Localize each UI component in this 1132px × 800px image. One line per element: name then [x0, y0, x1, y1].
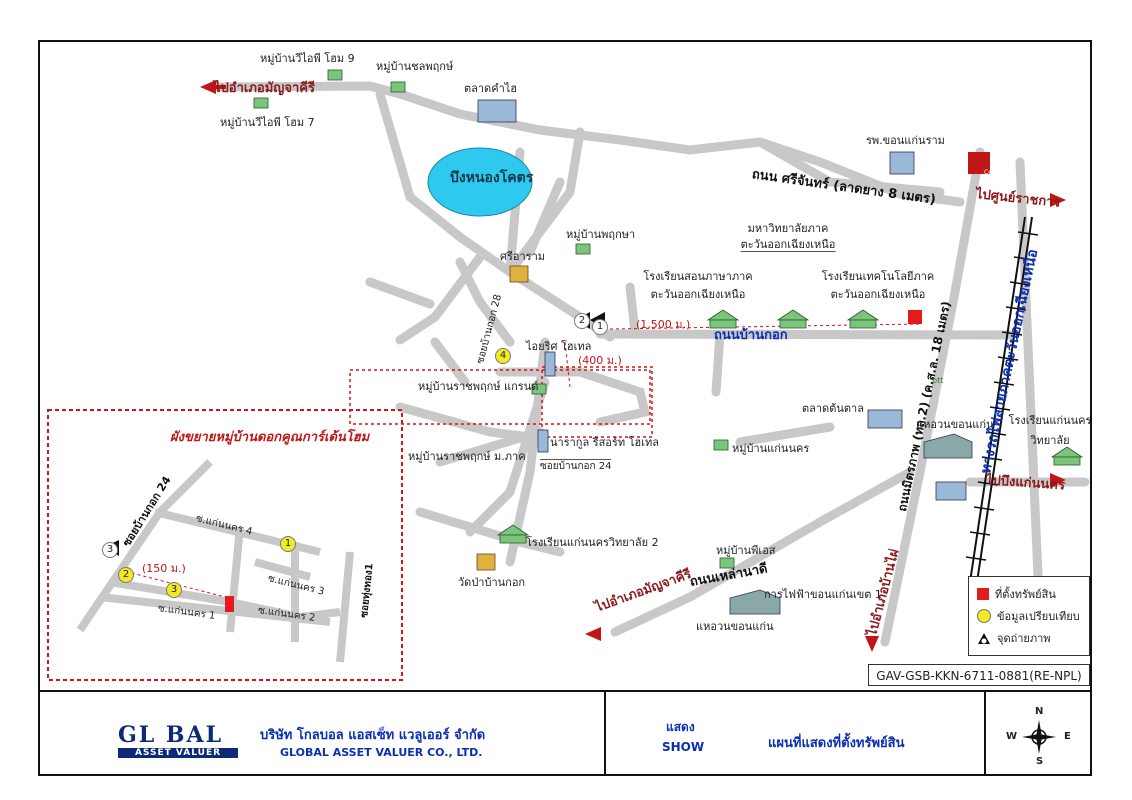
legend-photo-point: จุดถ่ายภาพ: [977, 629, 1051, 647]
label-warehouse-khonkaen-2: แหอวนขอนแก่น: [696, 620, 774, 633]
comparison-marker-2: 2: [118, 567, 134, 583]
landmark-icons: [477, 99, 973, 615]
label-village-phrueksa: หมู่บ้านพฤกษา: [566, 228, 636, 241]
legend-property: ที่ตั้งทรัพย์สิน: [977, 585, 1056, 603]
label-school-lang-2: ตะวันออกเฉียงเหนือ: [650, 288, 746, 301]
road-mittraphap: [880, 147, 985, 647]
railway-line: [965, 216, 1039, 583]
show-label-thai: แสดง: [666, 720, 695, 734]
comparison-marker-1: 1: [280, 536, 296, 552]
detail-zone: [349, 369, 651, 425]
compass-east: E: [1064, 731, 1071, 742]
map-frame: [38, 40, 1092, 776]
label-narakul-resort: นารากูล รีสอร์ท โฮเทล: [550, 436, 659, 449]
location-map[interactable]: ไปอำเภอมัญจาคีรี หมู่บ้านวีไอพี โฮม 9 หม…: [40, 42, 1090, 688]
comparison-circle-icon: [977, 609, 991, 623]
road-north: [210, 81, 965, 207]
title-cell: [606, 692, 986, 776]
road-laonadi: [610, 467, 915, 637]
inset-title: ผังขยายหมู่บ้านดอกคูณการ์เด้นโฮม: [170, 430, 370, 445]
label-warehouse-khonkaen: แหอวนขอนแก่น: [916, 418, 994, 431]
label-village-ratchaphruek-mphak: หมู่บ้านราชพฤกษ์ ม.ภาค: [408, 450, 526, 463]
label-soi24: ซอยบ้านกอก 24: [540, 459, 612, 472]
company-name-english: GLOBAL ASSET VALUER CO., LTD.: [280, 746, 483, 759]
label-school-khonkaen-2: วิทยาลัย: [1030, 434, 1070, 447]
label-sri-aram: ศรีอาราม: [500, 250, 546, 263]
lake-nong-khot: [427, 147, 533, 217]
inset-label-distance-150: (150 ม.): [142, 562, 186, 575]
label-village-vip9: หมู่บ้านวีไอพี โฮม 9: [260, 52, 355, 65]
label-ptt: ptt: [932, 376, 944, 385]
label-school-tech-2: ตะวันออกเฉียงเหนือ: [830, 288, 926, 301]
direction-arrows: [200, 80, 1066, 652]
inset-photo-marker-3: 3: [102, 542, 118, 558]
comparison-marker-4: 4: [495, 348, 511, 364]
company-logo: GL BAL ASSET VALUER: [118, 722, 254, 760]
map-description: แผนที่แสดงที่ตั้งทรัพย์สิน: [768, 736, 905, 751]
property-marker: [908, 310, 922, 324]
photo-marker-2: 2: [574, 313, 590, 329]
label-university-2: ตะวันออกเฉียงเหนือ: [740, 238, 836, 252]
photo-marker-1: 1: [592, 319, 608, 335]
label-school-kaennakhon2: โรงเรียนแก่นนครวิทยาลัย 2: [526, 536, 659, 549]
compass-south: S: [1036, 756, 1044, 767]
label-irich-hotel: ไอยริศ โฮเทล: [526, 340, 592, 353]
label-hospital: รพ.ขอนแก่นราม: [866, 134, 945, 147]
label-school-tech-1: โรงเรียนเทคโนโลยีภาค: [821, 270, 935, 283]
legend-comparison: ข้อมูลเปรียบเทียบ: [977, 607, 1080, 625]
label-university-1: มหาวิทยาลัยภาค: [747, 222, 829, 235]
inset-roads: [76, 459, 354, 663]
camera-point-icon: [978, 633, 990, 644]
compass-north: N: [1035, 706, 1044, 717]
label-village-pies: หมู่บ้านพีเอส: [716, 544, 776, 557]
label-to-amphoe-west: ไปอำเภอมัญจาคีรี: [214, 81, 315, 96]
report-code: GAV-GSB-KKN-6711-0881(RE-NPL): [868, 664, 1090, 686]
show-label-english: SHOW: [662, 740, 705, 754]
village-icons: [253, 69, 1084, 569]
inset-box: [47, 409, 403, 681]
compass-icon: [1022, 720, 1056, 754]
label-village-ratchaphruek-grand: หมู่บ้านราชพฤกษ์ แกรนด์: [418, 380, 539, 393]
compass-west: W: [1006, 731, 1018, 742]
title-block: GL BAL ASSET VALUER บริษัท โกลบอล แอสเซ็…: [40, 690, 1090, 776]
road-bankok: [595, 329, 1015, 340]
label-distance-1500: (1,500 ม.): [636, 318, 691, 331]
company-name-thai: บริษัท โกลบอล แอสเซ็ท แวลูเออร์ จำกัด: [260, 728, 486, 743]
property-square-icon: [977, 588, 989, 600]
inset-property-marker: [225, 596, 234, 612]
map-legend: ที่ตั้งทรัพย์สิน ข้อมูลเปรียบเทียบ จุดถ่…: [968, 576, 1090, 656]
label-village-chonphruek: หมู่บ้านชลพฤกษ์: [376, 60, 454, 73]
label-market-khamhai: ตลาดคำไฮ: [464, 82, 517, 95]
label-distance-400: (400 ม.): [578, 354, 622, 367]
label-lake: บึงหนองโคตร: [450, 170, 534, 186]
label-wat-bankok: วัดป่าบ้านกอก: [458, 576, 526, 589]
label-school-khonkaen-1: โรงเรียนแก่นนคร: [1008, 414, 1090, 427]
label-central: Central: [984, 169, 1006, 176]
temple-icons: [476, 265, 529, 571]
comparison-marker-3: 3: [166, 582, 182, 598]
map-canvas: [47, 69, 1090, 681]
label-electric-office: การไฟฟ้าขอนแก่นเขต 1: [764, 588, 882, 601]
label-village-kaennakhon: หมู่บ้านแก่นนคร: [732, 442, 810, 455]
label-school-lang-1: โรงเรียนสอนภาษาภาค: [643, 270, 753, 283]
label-village-vip7: หมู่บ้านวีไอพี โฮม 7: [220, 116, 315, 129]
central-logo: [968, 152, 990, 174]
compass-rose: N S E W: [1006, 706, 1071, 767]
label-road-bankok: ถนนบ้านกอก: [714, 328, 788, 343]
company-cell: [40, 692, 606, 776]
label-market-tontan: ตลาดต้นตาล: [802, 402, 864, 415]
